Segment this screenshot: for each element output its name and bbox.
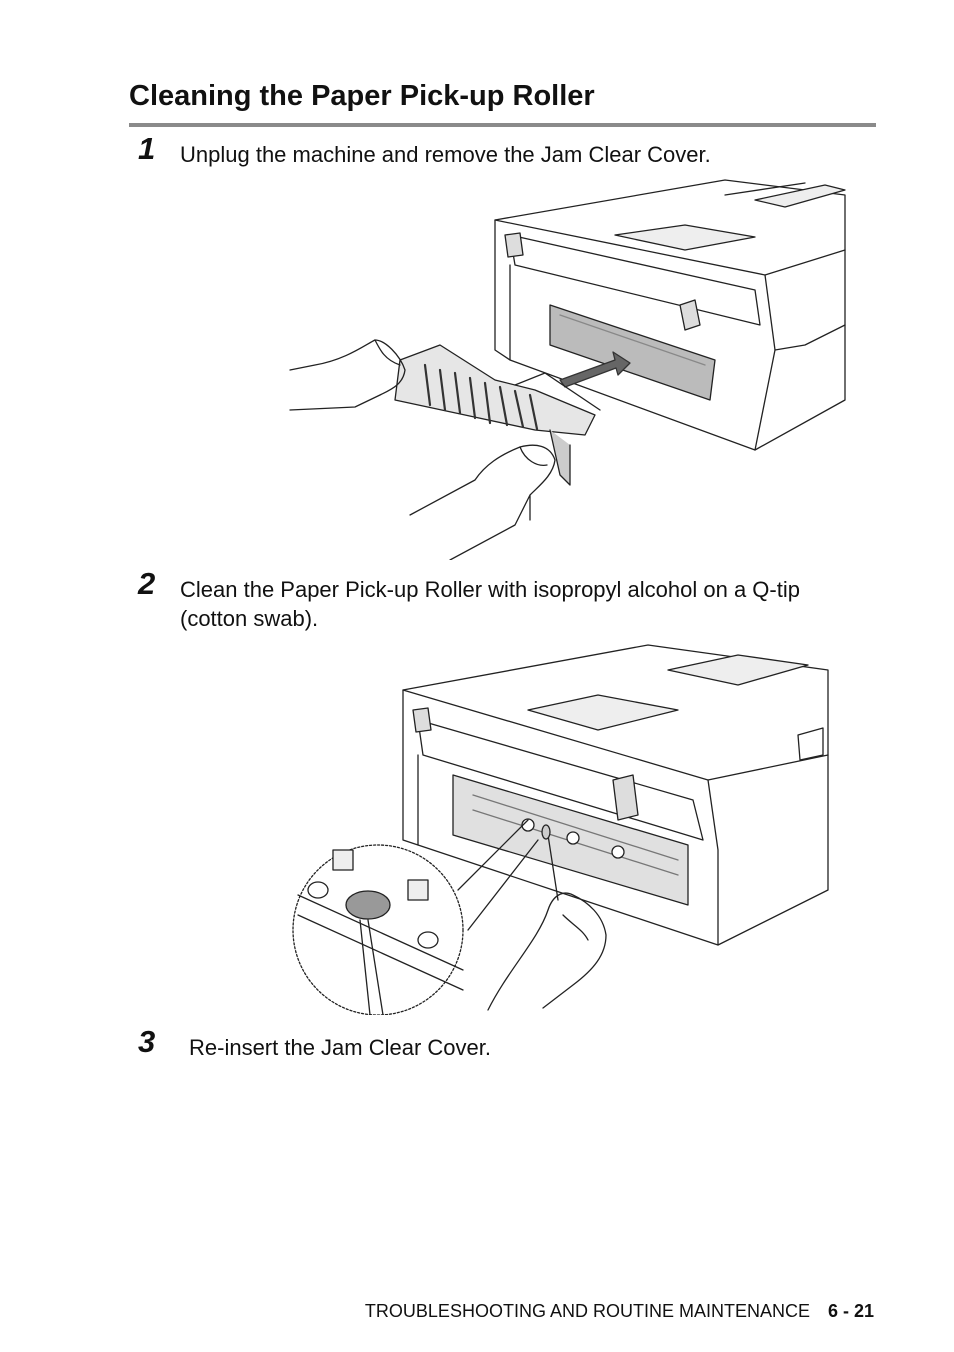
step-1-text: Unplug the machine and remove the Jam Cl… (180, 142, 711, 167)
step-2-text-line1: Clean the Paper Pick-up Roller with isop… (180, 577, 800, 602)
section-title: Cleaning the Paper Pick-up Roller (129, 80, 595, 112)
title-underline (129, 123, 876, 127)
footer-page-number: 6 - 21 (827, 1301, 874, 1321)
step-3-text: Re-insert the Jam Clear Cover. (189, 1035, 491, 1060)
footer-chapter: TROUBLESHOOTING AND ROUTINE MAINTENANCE (364, 1301, 810, 1321)
step-1-number: 1 (138, 131, 156, 166)
roller-cleaning-illustration (292, 644, 829, 1015)
step-2-text-line2: (cotton swab). (180, 606, 319, 631)
step-2-number: 2 (138, 566, 156, 601)
step-3-number: 3 (138, 1024, 156, 1059)
jam-cover-removal-illustration (289, 179, 846, 560)
page-footer: TROUBLESHOOTING AND ROUTINE MAINTENANCE 6… (365, 1301, 874, 1322)
